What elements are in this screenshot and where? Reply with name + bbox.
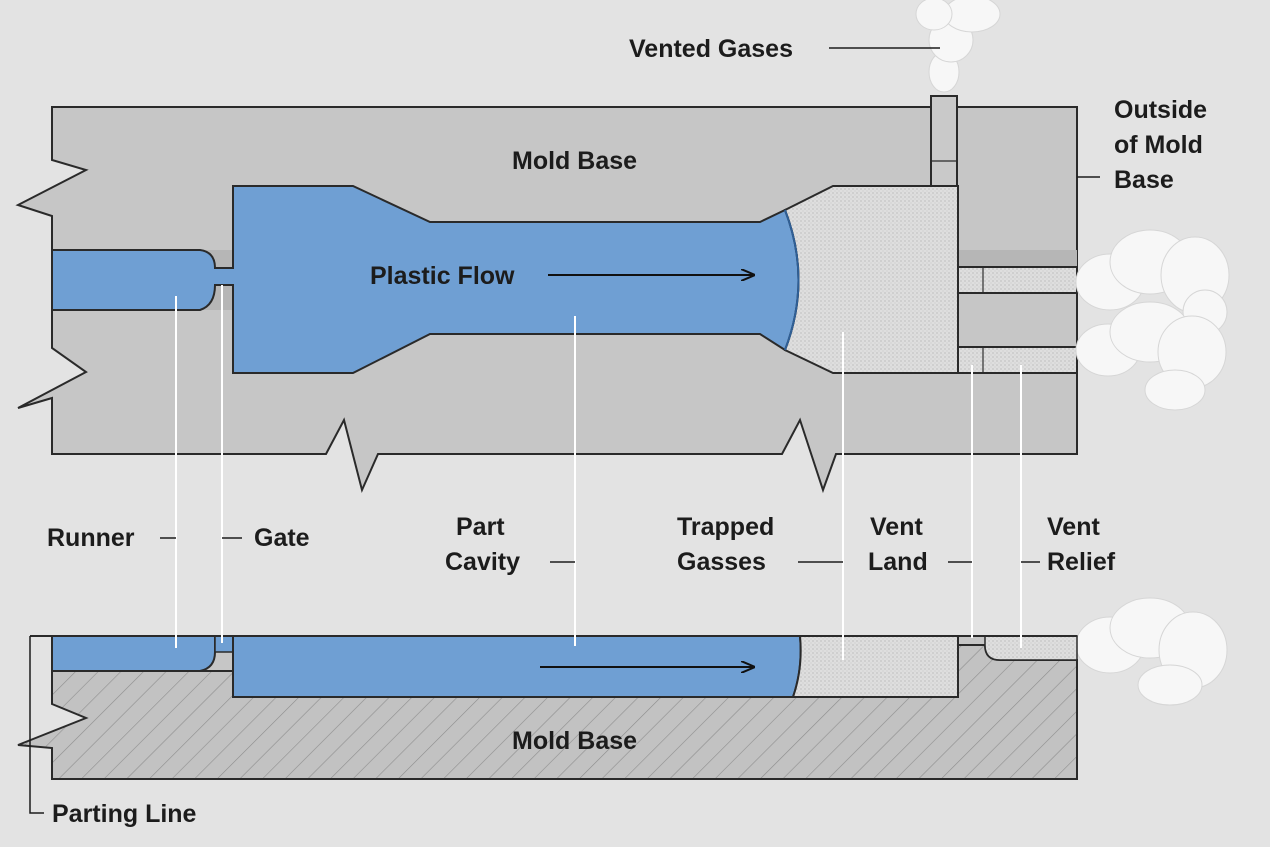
top-trapped-gas-region (783, 185, 959, 374)
bottom-plastic-runner (51, 635, 216, 672)
vent-channel-lower (957, 346, 1078, 374)
label-outside-line3: Base (1114, 166, 1174, 194)
vented-gas-top-plume (915, 0, 1001, 93)
top-mold-section (15, 95, 1078, 494)
label-part-cavity-line1: Part (456, 513, 505, 541)
label-vented-gases: Vented Gases (629, 35, 793, 63)
bottom-mold-section (17, 635, 1078, 780)
label-trapped-line1: Trapped (677, 513, 774, 541)
top-flow-front (784, 209, 800, 351)
leader-lines (29, 47, 1100, 814)
label-outside-line1: Outside (1114, 96, 1207, 124)
label-vent-land-line1: Vent (870, 513, 923, 541)
vented-gas-upper-cloud (1075, 229, 1230, 335)
label-vent-relief-line1: Vent (1047, 513, 1100, 541)
label-plastic-flow: Plastic Flow (370, 262, 515, 290)
bottom-trapped-gas-region (791, 635, 959, 698)
label-runner: Runner (47, 524, 135, 552)
label-outside-line2: of Mold (1114, 131, 1203, 159)
label-gate: Gate (254, 524, 310, 552)
label-vent-land-line2: Land (868, 548, 928, 576)
vented-gas-bottom-cloud (1075, 597, 1228, 706)
vented-gas-lower-cloud (1075, 301, 1227, 411)
label-vent-relief-line2: Relief (1047, 548, 1116, 576)
bottom-vent-relief (984, 635, 1078, 661)
bottom-gate (214, 635, 234, 653)
label-mold-base-top: Mold Base (512, 147, 637, 175)
label-trapped-line2: Gasses (677, 548, 766, 576)
vent-stack (930, 95, 958, 187)
label-parting-line: Parting Line (52, 800, 197, 828)
labels: Vented Gases Outside of Mold Base Mold B… (47, 35, 1207, 828)
vent-channel-upper (957, 266, 1078, 294)
vented-gas-clouds (915, 0, 1230, 706)
label-mold-base-bottom: Mold Base (512, 727, 637, 755)
label-part-cavity-line2: Cavity (445, 548, 520, 576)
vent-channel-middle (957, 292, 1078, 348)
